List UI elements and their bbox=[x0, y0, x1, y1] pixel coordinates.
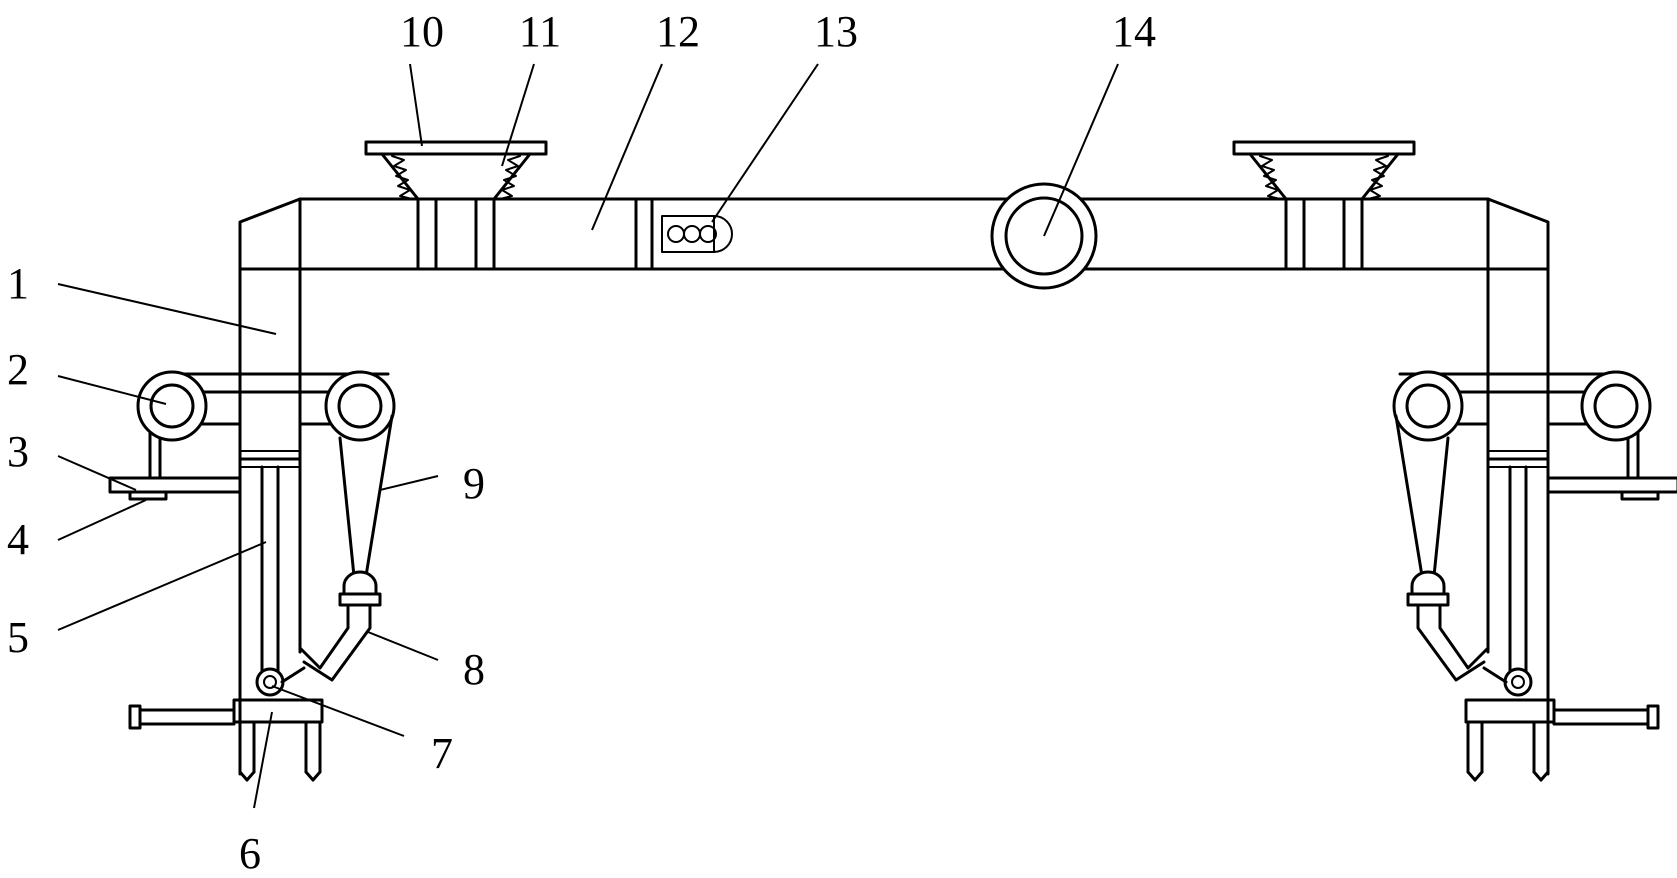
callout-10: 10 bbox=[400, 7, 444, 56]
callout-14: 14 bbox=[1112, 7, 1156, 56]
left-mechanism bbox=[108, 370, 396, 782]
leader-8 bbox=[367, 631, 439, 661]
callout-11: 11 bbox=[519, 7, 561, 56]
callout-4: 4 bbox=[7, 515, 29, 564]
leader-14 bbox=[1043, 63, 1119, 237]
leader-1 bbox=[57, 283, 277, 335]
callout-12: 12 bbox=[656, 7, 700, 56]
callout-2: 2 bbox=[7, 345, 29, 394]
leader-10 bbox=[409, 63, 423, 147]
callout-7: 7 bbox=[431, 729, 453, 778]
left-column bbox=[238, 267, 302, 468]
right-funnel bbox=[1232, 140, 1416, 271]
leader-9 bbox=[379, 475, 439, 491]
leader-11 bbox=[501, 63, 535, 167]
leader-3 bbox=[57, 455, 137, 491]
leader-12 bbox=[591, 63, 663, 231]
callout-3: 3 bbox=[7, 427, 29, 476]
left-funnel bbox=[364, 140, 548, 271]
beam-spring-assembly bbox=[634, 197, 733, 271]
callout-1: 1 bbox=[7, 259, 29, 308]
callout-9: 9 bbox=[463, 459, 485, 508]
callout-6: 6 bbox=[239, 829, 261, 878]
leader-6 bbox=[253, 711, 273, 809]
leader-lines bbox=[57, 63, 1119, 809]
leader-5 bbox=[57, 541, 267, 631]
left-funnel-spring-right bbox=[499, 155, 521, 200]
left-funnel-spring-left bbox=[391, 155, 413, 200]
right-column bbox=[1486, 267, 1550, 468]
callout-8: 8 bbox=[463, 645, 485, 694]
callout-labels: 1 2 3 4 5 6 7 8 9 10 11 12 13 14 bbox=[7, 7, 1156, 878]
leader-7 bbox=[271, 685, 405, 737]
callout-13: 13 bbox=[814, 7, 858, 56]
leader-13 bbox=[711, 63, 819, 223]
callout-5: 5 bbox=[7, 613, 29, 662]
right-mechanism bbox=[1392, 370, 1677, 782]
leader-4 bbox=[57, 499, 147, 541]
right-funnel-spring-left bbox=[1259, 155, 1281, 200]
right-funnel-spring-right bbox=[1367, 155, 1389, 200]
leader-2 bbox=[57, 375, 167, 405]
